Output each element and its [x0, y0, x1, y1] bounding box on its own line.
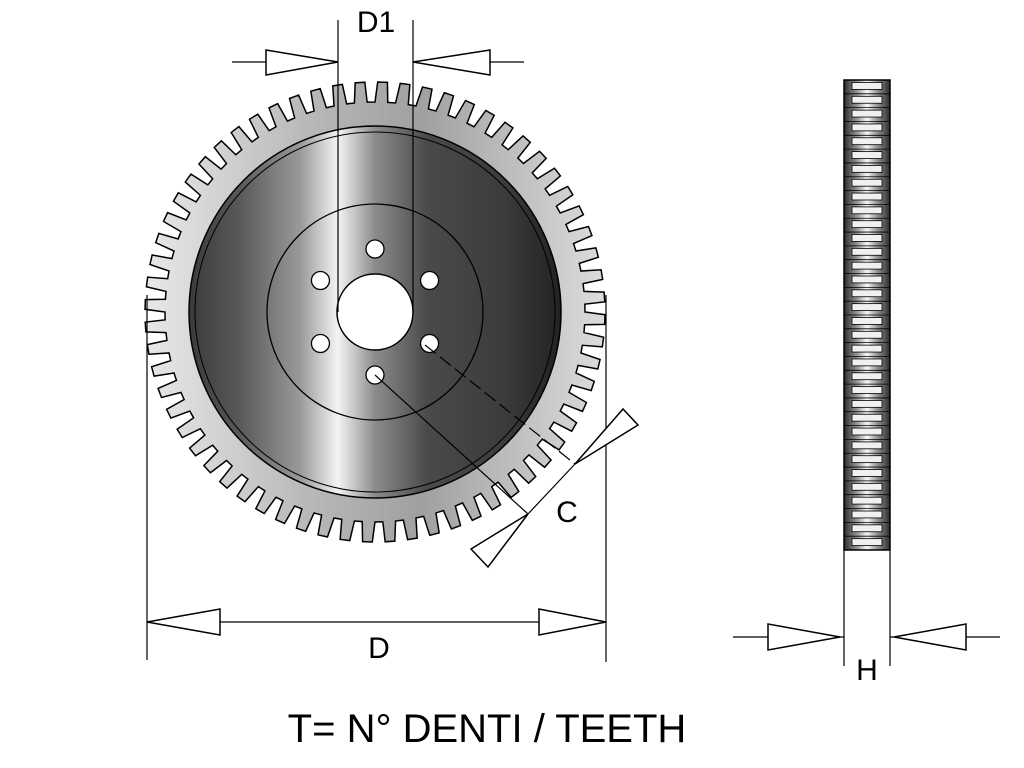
blade-front-view [144, 81, 606, 543]
bolt-hole [419, 270, 440, 291]
label-d1: D1 [357, 6, 395, 39]
side-tooth [851, 344, 883, 353]
side-tooth [851, 137, 883, 146]
d1-arrow-right [412, 49, 491, 76]
blade-inner-ring [194, 131, 556, 493]
label-h: H [856, 654, 878, 687]
c-arrow-upper [574, 407, 640, 465]
side-tooth [851, 109, 883, 118]
side-tooth [851, 496, 883, 505]
side-teeth [844, 79, 890, 546]
label-d: D [368, 632, 390, 665]
blade-side-view [843, 79, 891, 666]
c-arrow-lower [469, 513, 529, 569]
side-tooth [851, 123, 883, 132]
teeth-note: T= N° DENTI / TEETH [288, 707, 687, 751]
dimension-d: D [146, 295, 607, 665]
side-tooth [851, 482, 883, 491]
bolt-hole [419, 333, 440, 354]
side-tooth [851, 151, 883, 159]
d1-arrow-left [265, 49, 339, 76]
side-tooth [851, 386, 883, 394]
bolt-hole [310, 333, 331, 354]
side-tooth [851, 427, 883, 436]
side-tooth [851, 455, 883, 464]
side-tooth [851, 538, 883, 546]
side-tooth [851, 330, 883, 339]
side-tooth [851, 206, 883, 215]
side-tooth [851, 165, 883, 173]
d-arrow-right [538, 608, 607, 636]
side-tooth [851, 524, 883, 533]
dimension-h: H [733, 623, 1000, 687]
side-tooth [851, 372, 883, 381]
side-tooth [851, 192, 883, 201]
side-tooth [851, 234, 883, 242]
side-tooth [851, 413, 883, 422]
bore-hole [336, 273, 414, 351]
side-tooth [851, 469, 883, 477]
side-tooth [851, 441, 883, 450]
side-tooth [851, 510, 883, 519]
bolt-hole [310, 270, 331, 291]
side-tooth [851, 220, 883, 229]
side-tooth [851, 317, 883, 325]
side-tooth [851, 289, 883, 298]
dimension-c: C [374, 344, 640, 569]
flange-circle [266, 203, 484, 421]
side-tooth [851, 358, 883, 367]
dimension-d1: D1 [232, 6, 524, 312]
side-tooth [851, 261, 883, 270]
d-arrow-left [146, 608, 221, 636]
side-tooth [851, 275, 883, 284]
h-arrow-left [767, 623, 841, 651]
h-arrow-right [893, 623, 967, 651]
side-tooth [851, 178, 883, 187]
side-tooth [851, 82, 883, 90]
side-tooth [851, 247, 883, 256]
bolt-hole [365, 239, 385, 259]
label-c: C [556, 496, 578, 529]
side-tooth [851, 400, 883, 408]
side-tooth [851, 95, 883, 104]
side-tooth [851, 303, 883, 311]
